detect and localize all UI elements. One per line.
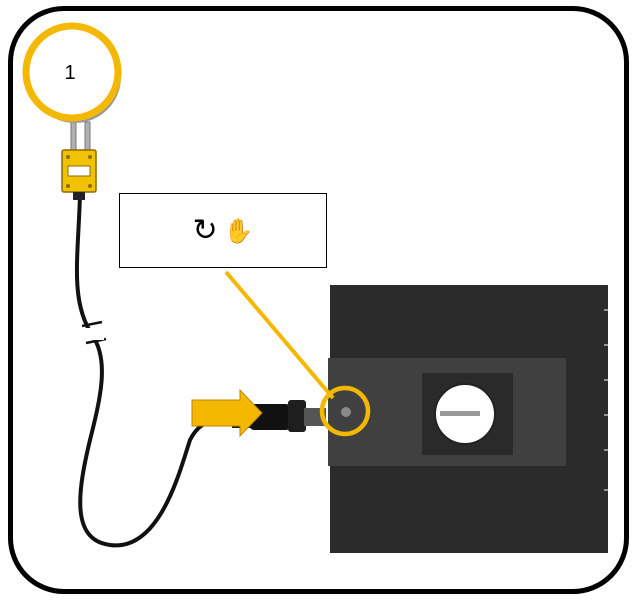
- thermocouple-connector: [61, 149, 97, 200]
- callout-pointer-line: [224, 270, 335, 400]
- step-badge: [22, 22, 122, 122]
- callout-box: ↻ ✋: [119, 193, 327, 268]
- port-highlight-ring: [319, 385, 371, 437]
- connector-pin: [84, 121, 91, 153]
- cable-break-mark: [81, 320, 103, 328]
- connector-pin: [70, 121, 77, 153]
- hand-icon: ✋: [223, 216, 254, 245]
- insert-arrow-icon: [191, 388, 263, 438]
- rounded-frame: [8, 6, 629, 594]
- step-number: 1: [64, 61, 76, 84]
- thermocouple-cable: [74, 193, 237, 548]
- dial-indicator: [440, 411, 480, 416]
- rotate-clockwise-icon: ↻: [192, 212, 218, 248]
- port-socket: [341, 407, 351, 417]
